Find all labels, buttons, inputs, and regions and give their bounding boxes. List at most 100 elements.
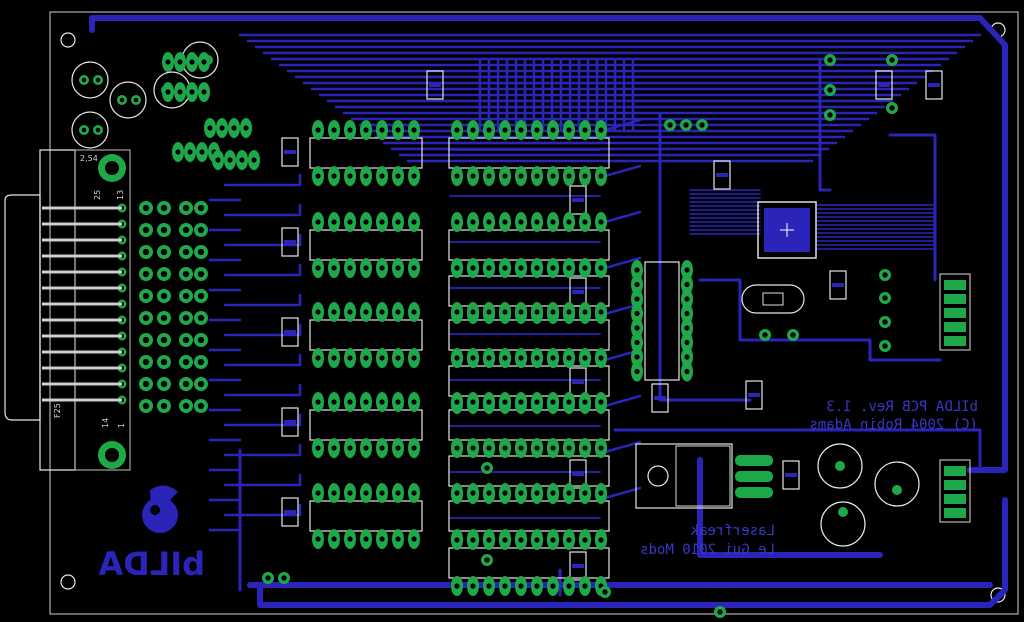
pad-hole bbox=[582, 309, 588, 315]
board-copyright-text: (C) 2004 Robin Adams bbox=[809, 417, 978, 433]
ic-outline bbox=[309, 229, 423, 261]
trace bbox=[603, 394, 642, 408]
pad-hole bbox=[566, 355, 572, 361]
pad-hole bbox=[379, 399, 385, 405]
pad-hole bbox=[889, 105, 895, 111]
ic-outline bbox=[309, 409, 423, 441]
terminal-block-bottom bbox=[939, 459, 971, 523]
pad-hole bbox=[534, 309, 540, 315]
pad-hole bbox=[160, 248, 168, 256]
pad-hole bbox=[331, 173, 337, 179]
pad-hole bbox=[379, 490, 385, 496]
pad-hole bbox=[502, 399, 508, 405]
pad-hole bbox=[160, 270, 168, 278]
pad-hole bbox=[315, 536, 321, 542]
pad-hole bbox=[598, 537, 604, 543]
pad-hole bbox=[470, 309, 476, 315]
pad-hole bbox=[160, 358, 168, 366]
capacitor-outline bbox=[829, 270, 847, 300]
trace bbox=[603, 440, 642, 454]
ic-outline bbox=[448, 455, 610, 487]
ic-outline bbox=[448, 229, 610, 261]
pad-hole bbox=[331, 355, 337, 361]
trace bbox=[613, 428, 982, 472]
pad-hole bbox=[684, 296, 690, 302]
pad-hole bbox=[379, 536, 385, 542]
pad-hole bbox=[566, 265, 572, 271]
pad-hole bbox=[684, 281, 690, 288]
pad-hole bbox=[684, 368, 690, 375]
pad-hole bbox=[331, 265, 337, 271]
pad-hole bbox=[182, 380, 190, 388]
pad-hole bbox=[331, 127, 337, 133]
pad-hole bbox=[602, 589, 608, 595]
pad-hole bbox=[486, 265, 492, 271]
capacitor-outline bbox=[281, 317, 299, 347]
ic-outline bbox=[448, 409, 610, 441]
ic-outline bbox=[448, 500, 610, 532]
pad-hole bbox=[518, 173, 524, 179]
qfp-microcontroller bbox=[757, 201, 817, 259]
pad-hole bbox=[534, 445, 540, 451]
pad-hole bbox=[550, 490, 556, 496]
pad-hole bbox=[598, 265, 604, 271]
capacitor-body bbox=[716, 173, 728, 177]
ic-outline bbox=[309, 500, 423, 532]
pad-hole bbox=[395, 399, 401, 405]
trace bbox=[698, 278, 942, 362]
pad-hole bbox=[239, 157, 245, 163]
pad-hole bbox=[395, 445, 401, 451]
pad-hole bbox=[197, 358, 205, 366]
ic-outline bbox=[448, 137, 610, 169]
pads bbox=[79, 52, 966, 618]
pad-hole bbox=[197, 248, 205, 256]
pad-hole bbox=[684, 310, 690, 317]
pad-hole bbox=[379, 127, 385, 133]
capacitor-body bbox=[654, 396, 666, 400]
ic-outline bbox=[644, 261, 680, 381]
ic-outline bbox=[448, 365, 610, 397]
trace bbox=[223, 323, 302, 337]
pad-hole bbox=[331, 219, 337, 225]
pad-hole bbox=[566, 127, 572, 133]
pad-hole bbox=[582, 265, 588, 271]
pad-hole bbox=[411, 127, 417, 133]
pad-hole bbox=[160, 380, 168, 388]
connector-name-label: F25 bbox=[53, 403, 62, 418]
pad-hole bbox=[683, 122, 689, 128]
pad-hole bbox=[231, 125, 237, 131]
pad-hole bbox=[81, 77, 87, 83]
pad-hole bbox=[177, 59, 183, 65]
capacitor-outline bbox=[782, 460, 800, 490]
pad-hole bbox=[395, 355, 401, 361]
pad-hole bbox=[486, 309, 492, 315]
pad-hole bbox=[699, 122, 705, 128]
pad-hole bbox=[598, 355, 604, 361]
pad-hole bbox=[484, 557, 490, 563]
pad-hole bbox=[486, 583, 492, 589]
pad-hole bbox=[411, 173, 417, 179]
pad-hole bbox=[182, 314, 190, 322]
pad-hole bbox=[347, 445, 353, 451]
pad-hole bbox=[634, 281, 640, 288]
pad-hole bbox=[331, 490, 337, 496]
pad-hole bbox=[454, 445, 460, 451]
capacitor-body bbox=[284, 150, 296, 154]
pad-hole bbox=[634, 310, 640, 317]
pad-hole bbox=[534, 583, 540, 589]
pad-hole bbox=[182, 292, 190, 300]
pad-hole bbox=[634, 339, 640, 346]
pad-hole bbox=[582, 355, 588, 361]
pad-hole bbox=[550, 265, 556, 271]
modder-name-text: Laserfreak bbox=[690, 523, 775, 539]
pad-hole bbox=[395, 265, 401, 271]
ic-outline bbox=[448, 319, 610, 351]
pad-hole bbox=[566, 537, 572, 543]
connector-grid-label: 2,54 bbox=[80, 154, 98, 163]
pad-hole bbox=[379, 445, 385, 451]
capacitor-body bbox=[284, 240, 296, 244]
pad-hole bbox=[363, 490, 369, 496]
pad-hole bbox=[363, 445, 369, 451]
trace bbox=[223, 353, 302, 367]
